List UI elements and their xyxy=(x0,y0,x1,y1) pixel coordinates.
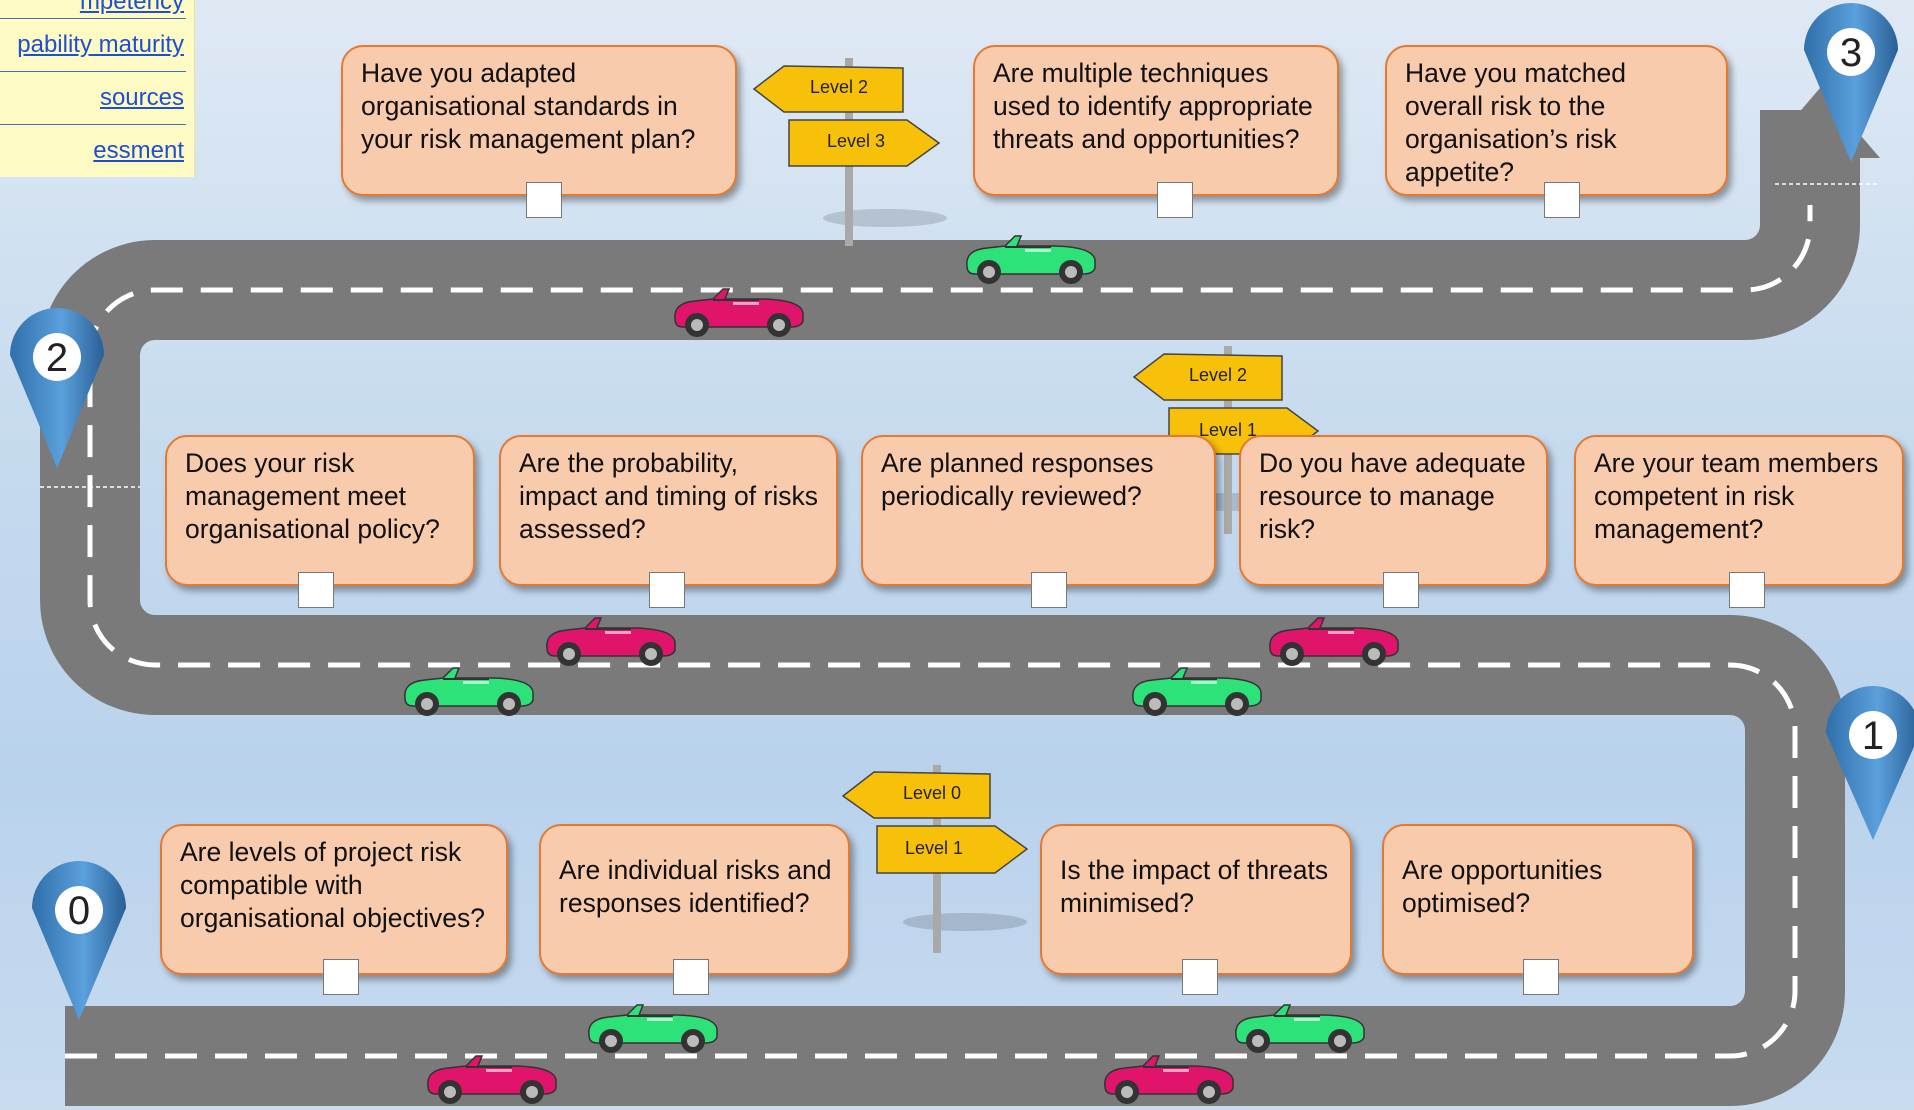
sign-arrow-level-3 xyxy=(788,119,941,167)
question-text: Is the impact of threats minimised? xyxy=(1060,855,1329,918)
question-checkbox[interactable] xyxy=(1182,959,1218,995)
question-checkbox[interactable] xyxy=(1523,959,1559,995)
milestone-pin-1: 1 xyxy=(1826,686,1914,840)
sign-label-level-1-mid: Level 1 xyxy=(1198,420,1258,440)
question-checkbox[interactable] xyxy=(323,959,359,995)
nav-divider xyxy=(0,18,186,19)
nav-link-resources[interactable]: sources xyxy=(99,84,184,111)
sign-label-level-1: Level 1 xyxy=(904,838,964,858)
question-checkbox[interactable] xyxy=(1031,572,1067,608)
svg-text:1: 1 xyxy=(1862,714,1884,758)
sign-arrow-level-0 xyxy=(841,771,991,819)
nav-link-competency[interactable]: mpetency xyxy=(79,0,184,15)
question-text: Have you matched overall risk to the org… xyxy=(1405,58,1626,187)
car xyxy=(427,1055,557,1104)
question-text: Are the probability, impact and timing o… xyxy=(519,448,818,544)
nav-link-capability-maturity[interactable]: pability maturity xyxy=(17,31,184,58)
question-checkbox[interactable] xyxy=(1729,572,1765,608)
svg-text:0: 0 xyxy=(68,889,90,933)
question-text: Have you adapted organisational standard… xyxy=(361,58,696,154)
sign-label-level-2-mid: Level 2 xyxy=(1188,365,1248,385)
nav-divider xyxy=(0,71,186,72)
question-checkbox[interactable] xyxy=(298,572,334,608)
signpost-top xyxy=(752,58,947,246)
nav-panel: mpetency pability maturity sources essme… xyxy=(0,0,195,177)
question-text: Are levels of project risk compatible wi… xyxy=(180,837,485,933)
svg-text:3: 3 xyxy=(1840,31,1862,75)
car xyxy=(674,288,804,337)
question-checkbox[interactable] xyxy=(673,959,709,995)
question-card: Are levels of project risk compatible wi… xyxy=(160,824,508,975)
car xyxy=(1104,1055,1234,1104)
car xyxy=(588,1004,718,1053)
question-checkbox[interactable] xyxy=(1544,182,1580,218)
question-card: Are the probability, impact and timing o… xyxy=(499,435,838,586)
question-card: Have you matched overall risk to the org… xyxy=(1385,45,1728,196)
question-text: Do you have adequate resource to manage … xyxy=(1259,448,1526,544)
question-text: Are multiple techniques used to identify… xyxy=(993,58,1313,154)
sign-arrow-level-1 xyxy=(876,825,1029,874)
question-text: Are opportunities optimised? xyxy=(1402,855,1603,918)
question-card: Are individual risks and responses ident… xyxy=(539,824,850,975)
question-checkbox[interactable] xyxy=(1383,572,1419,608)
sign-label-level-3: Level 3 xyxy=(826,131,886,151)
question-text: Are your team members competent in risk … xyxy=(1594,448,1879,544)
sign-arrow-level-2-top xyxy=(752,65,904,113)
car xyxy=(1132,667,1262,716)
question-card: Are planned responses periodically revie… xyxy=(861,435,1216,586)
sign-arrow-level-2 xyxy=(1132,353,1283,401)
question-checkbox[interactable] xyxy=(526,182,562,218)
question-card: Have you adapted organisational standard… xyxy=(341,45,737,196)
car xyxy=(966,235,1096,284)
car xyxy=(1269,617,1399,666)
sign-label-level-0: Level 0 xyxy=(902,783,962,803)
question-text: Are planned responses periodically revie… xyxy=(881,448,1154,511)
sign-label-level-2-top: Level 2 xyxy=(809,77,869,97)
svg-text:2: 2 xyxy=(46,336,68,380)
nav-divider xyxy=(0,124,186,125)
signpost-bottom xyxy=(841,765,1029,953)
question-card: Are multiple techniques used to identify… xyxy=(973,45,1339,196)
question-card: Is the impact of threats minimised? xyxy=(1040,824,1352,975)
milestone-pin-3: 3 xyxy=(1804,3,1898,162)
car xyxy=(1235,1004,1365,1053)
milestone-pin-0: 0 xyxy=(32,861,126,1020)
milestone-pin-2: 2 xyxy=(10,308,104,468)
question-checkbox[interactable] xyxy=(1157,182,1193,218)
question-text: Are individual risks and responses ident… xyxy=(559,855,832,918)
question-card: Do you have adequate resource to manage … xyxy=(1239,435,1548,586)
question-card: Are opportunities optimised? xyxy=(1382,824,1694,975)
car xyxy=(404,667,534,716)
question-checkbox[interactable] xyxy=(649,572,685,608)
road-centre-line xyxy=(65,205,1813,1059)
question-card: Are your team members competent in risk … xyxy=(1574,435,1904,586)
question-text: Does your risk management meet organisat… xyxy=(185,448,440,544)
nav-link-assessment[interactable]: essment xyxy=(93,137,184,164)
question-card: Does your risk management meet organisat… xyxy=(165,435,475,586)
car xyxy=(546,617,676,666)
